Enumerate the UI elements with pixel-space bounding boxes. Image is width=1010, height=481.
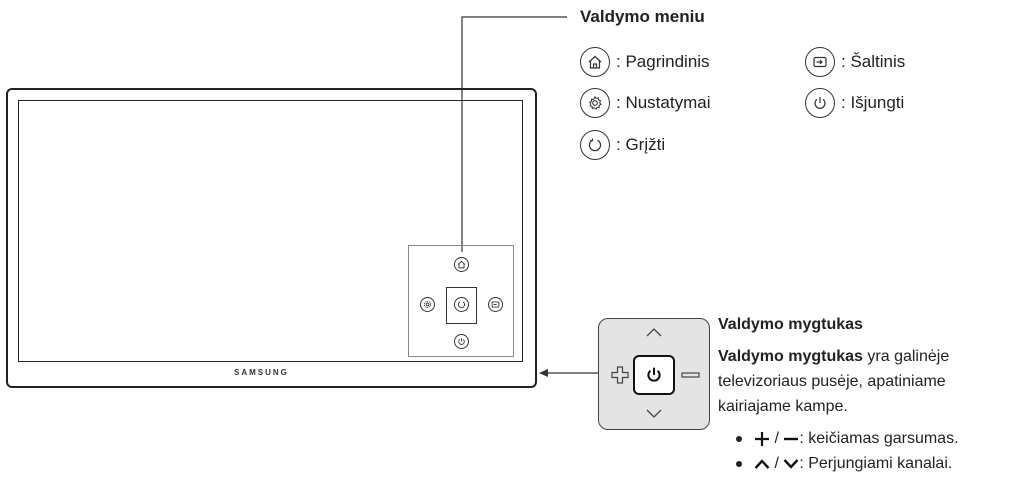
bullet-dot — [736, 461, 742, 467]
power-icon[interactable] — [454, 334, 469, 349]
tv-screen — [18, 100, 523, 362]
home-icon[interactable] — [454, 257, 469, 272]
plus-icon[interactable] — [611, 366, 629, 384]
settings-icon[interactable] — [420, 297, 435, 312]
menu-item-home: : Pagrindinis — [580, 47, 710, 77]
controller-title: Valdymo mygtukas — [718, 316, 863, 333]
bullet-dot — [736, 436, 742, 442]
menu-item-source: : Šaltinis — [805, 47, 905, 77]
bullet-channel: / : Perjungiami kanalai. — [736, 455, 952, 473]
power-icon — [805, 88, 835, 118]
chevron-down-icon — [783, 459, 799, 469]
menu-item-return: : Grįžti — [580, 130, 665, 160]
minus-icon[interactable] — [681, 370, 701, 380]
home-icon — [580, 47, 610, 77]
power-icon — [647, 367, 661, 382]
chevron-up-icon[interactable] — [646, 326, 662, 338]
tv-brand-logo: SAMSUNG — [234, 368, 289, 377]
return-icon — [580, 130, 610, 160]
minus-icon — [784, 437, 799, 441]
power-button[interactable] — [633, 355, 675, 395]
control-menu-center — [446, 287, 477, 324]
settings-icon — [580, 88, 610, 118]
menu-item-power: : Išjungti — [805, 88, 904, 118]
control-menu-area — [408, 245, 514, 357]
menu-title: Valdymo meniu — [580, 7, 705, 26]
tv-frame — [6, 88, 537, 388]
plus-icon — [755, 432, 769, 446]
source-icon — [805, 47, 835, 77]
chevron-up-icon — [754, 459, 770, 469]
chevron-down-icon[interactable] — [646, 408, 662, 420]
return-icon[interactable] — [454, 297, 469, 312]
controller-description: Valdymo mygtukas yra galinėje televizori… — [718, 348, 950, 415]
menu-item-settings: : Nustatymai — [580, 88, 710, 118]
source-icon[interactable] — [488, 297, 503, 312]
bullet-volume: / : keičiamas garsumas. — [736, 430, 959, 448]
